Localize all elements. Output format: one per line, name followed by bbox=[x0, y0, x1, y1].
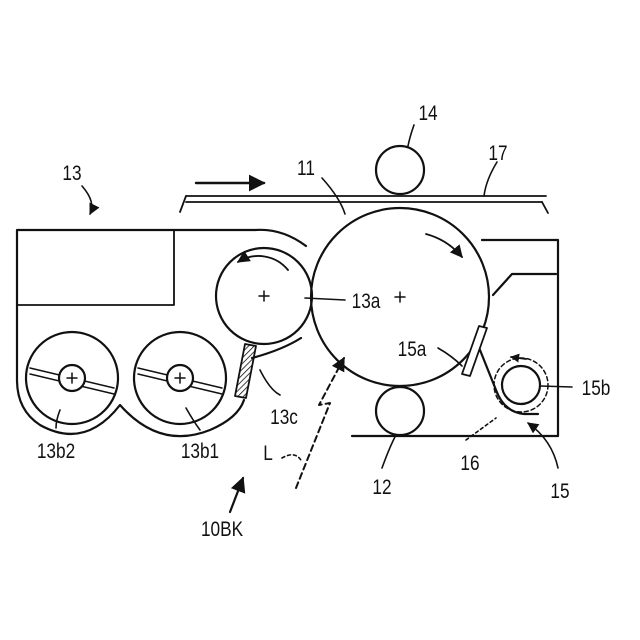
label-15b: 15b bbox=[582, 378, 611, 401]
transfer-roller bbox=[376, 387, 424, 435]
cleaning-unit-housing bbox=[352, 240, 558, 436]
toner-hopper bbox=[17, 230, 174, 305]
leader-12 bbox=[382, 435, 396, 468]
leader-13b2 bbox=[56, 410, 60, 428]
pressure-roller bbox=[376, 146, 424, 194]
leader-15 bbox=[528, 423, 558, 468]
agitating-screw-left bbox=[26, 332, 118, 424]
label-14: 14 bbox=[418, 103, 437, 126]
developing-roller-rotation-arrow bbox=[238, 256, 288, 270]
leader-15b bbox=[540, 386, 572, 387]
collection-screw bbox=[494, 357, 548, 412]
label-13c: 13c bbox=[270, 407, 298, 430]
developing-roller-center-mark bbox=[259, 291, 269, 301]
cleaning-unit-inner-wall bbox=[493, 274, 556, 295]
leader-17 bbox=[484, 162, 497, 196]
label-17: 17 bbox=[488, 143, 507, 166]
label-13a: 13a bbox=[352, 291, 381, 314]
leader-13b1 bbox=[186, 408, 200, 430]
label-13: 13 bbox=[62, 163, 81, 186]
transfer-belt bbox=[180, 196, 548, 213]
leader-15a bbox=[438, 348, 462, 366]
label-15: 15 bbox=[550, 481, 569, 504]
exposure-light-beam bbox=[296, 358, 344, 488]
label-12: 12 bbox=[372, 477, 391, 500]
cleaning-blade bbox=[462, 326, 487, 376]
label-15a: 15a bbox=[398, 339, 427, 362]
drum-rotation-arrow bbox=[426, 234, 462, 257]
leader-10BK bbox=[230, 478, 243, 512]
label-11: 11 bbox=[297, 158, 315, 181]
leader-14 bbox=[408, 125, 414, 146]
leader-13 bbox=[82, 186, 92, 214]
label-16: 16 bbox=[460, 453, 479, 476]
label-13b2: 13b2 bbox=[37, 441, 75, 464]
label-13b1: 13b1 bbox=[181, 441, 219, 464]
drum-center-mark bbox=[395, 292, 405, 302]
leader-13c bbox=[260, 370, 280, 395]
regulating-blade bbox=[235, 344, 256, 398]
leader-L bbox=[282, 455, 302, 462]
developing-unit-lower-wall bbox=[252, 338, 301, 358]
label-L: L bbox=[263, 443, 273, 466]
label-10BK: 10BK bbox=[201, 519, 243, 542]
agitating-screw-right bbox=[134, 332, 226, 424]
